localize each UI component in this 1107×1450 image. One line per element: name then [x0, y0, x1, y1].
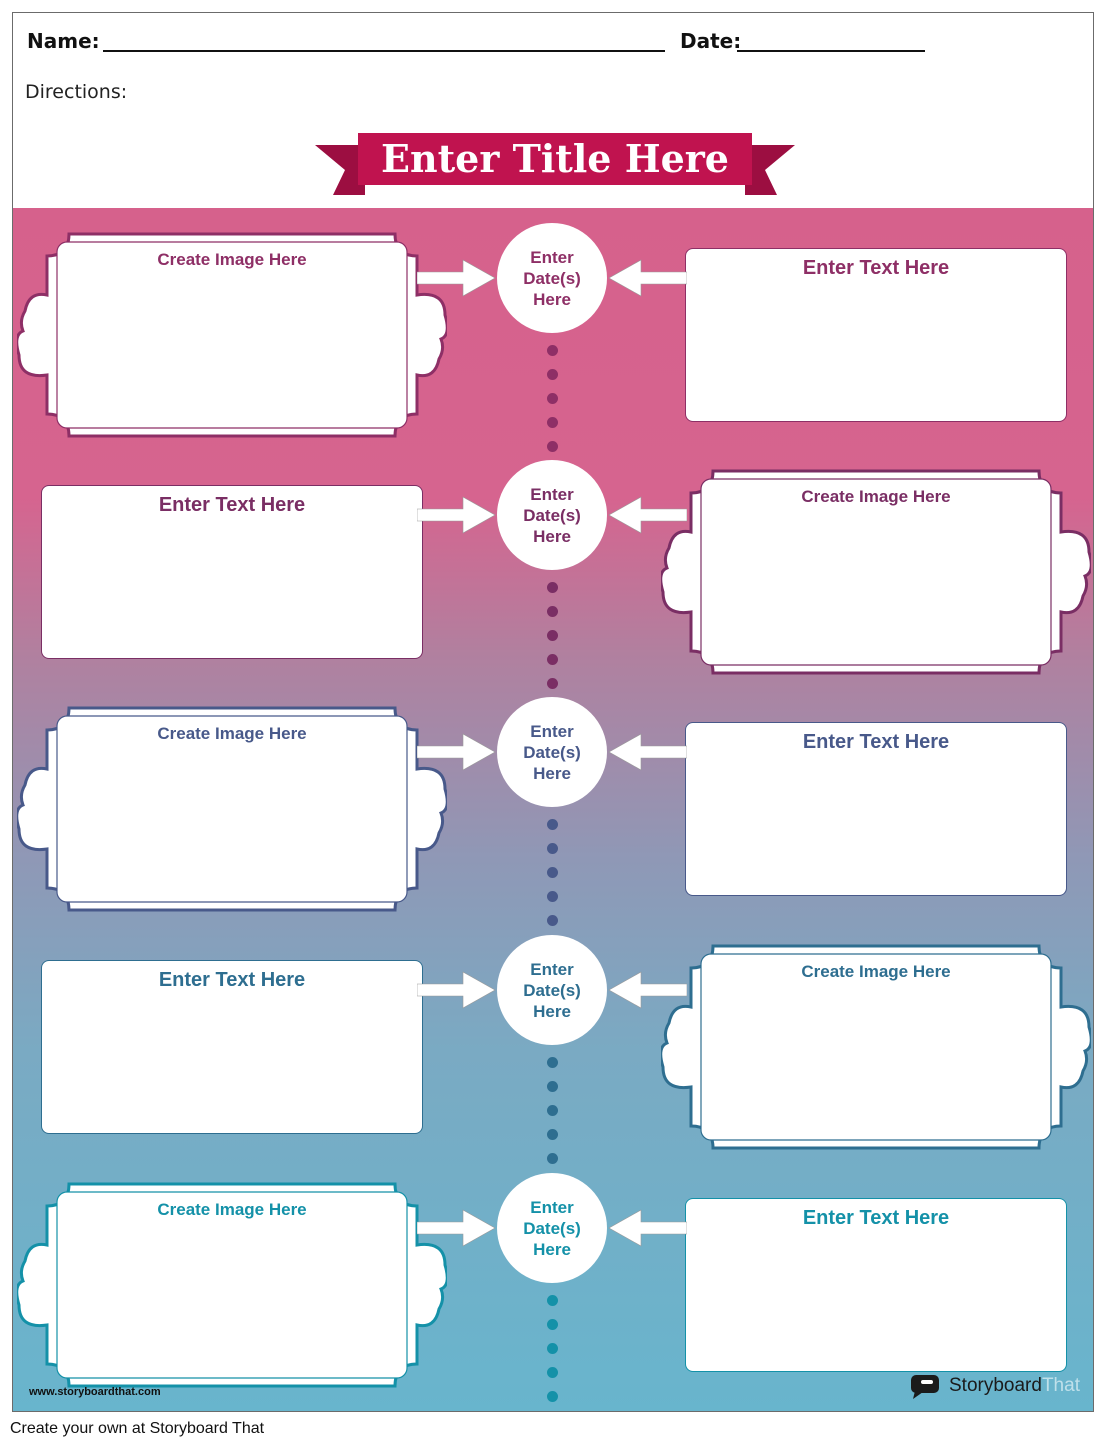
timeline-dot — [547, 1391, 558, 1402]
date-circle-3[interactable]: Enter Date(s) Here — [497, 697, 607, 807]
timeline-dot — [547, 606, 558, 617]
timeline-dot — [547, 417, 558, 428]
name-field[interactable] — [103, 50, 665, 52]
timeline-dot — [547, 1343, 558, 1354]
brand-that: That — [1041, 1375, 1080, 1396]
image-area-left-3[interactable]: Create Image Here — [47, 708, 417, 910]
image-frame-right-4[interactable] — [661, 920, 1091, 1178]
name-label: Name: — [27, 29, 100, 53]
date-field[interactable] — [737, 50, 925, 52]
date-label: Enter Date(s) Here — [523, 959, 581, 1021]
text-box-right-3[interactable]: Enter Text Here — [685, 722, 1067, 896]
enter-text-label: Enter Text Here — [802, 1207, 950, 1229]
page-title[interactable]: Enter Title Here — [381, 136, 729, 181]
arrow-right-icon — [417, 733, 496, 771]
credit-line: Create your own at Storyboard That — [10, 1420, 265, 1437]
image-frame-right-2[interactable] — [661, 445, 1091, 703]
timeline-dot — [547, 654, 558, 665]
arrow-right-icon — [417, 971, 496, 1009]
image-frame-left-5[interactable] — [17, 1158, 447, 1412]
enter-text-label: Enter Text Here — [802, 257, 950, 279]
timeline-dot — [547, 678, 558, 689]
create-image-label: Create Image Here — [801, 962, 951, 981]
timeline-dot — [547, 1319, 558, 1330]
date-circle-4[interactable]: Enter Date(s) Here — [497, 935, 607, 1045]
date-label: Enter Date(s) Here — [523, 247, 581, 309]
text-box-left-2[interactable]: Enter Text Here — [41, 485, 423, 659]
image-area-right-2[interactable]: Create Image Here — [691, 471, 1061, 673]
create-image-label: Create Image Here — [157, 250, 307, 269]
timeline-dot — [547, 891, 558, 902]
arrow-left-icon — [608, 733, 687, 771]
date-label: Enter Date(s) Here — [523, 721, 581, 783]
timeline-dot — [547, 843, 558, 854]
create-image-label: Create Image Here — [157, 1200, 307, 1219]
timeline-dot — [547, 1295, 558, 1306]
image-frame-left-1[interactable] — [17, 208, 447, 466]
text-box-right-1[interactable]: Enter Text Here — [685, 248, 1067, 422]
arrow-right-icon — [417, 259, 496, 297]
arrow-right-icon — [417, 1209, 496, 1247]
timeline-dot — [547, 1105, 558, 1116]
timeline-dot — [547, 1081, 558, 1092]
brand-storyboard: Storyboard — [949, 1375, 1042, 1396]
image-frame-left-3[interactable] — [17, 682, 447, 940]
image-area-right-4[interactable]: Create Image Here — [691, 946, 1061, 1148]
arrow-left-icon — [608, 259, 687, 297]
text-box-right-5[interactable]: Enter Text Here — [685, 1198, 1067, 1372]
enter-text-label: Enter Text Here — [802, 731, 950, 753]
image-area-left-5[interactable]: Create Image Here — [47, 1184, 417, 1386]
arrow-left-icon — [608, 971, 687, 1009]
timeline-dot — [547, 345, 558, 356]
arrow-right-icon — [417, 496, 496, 534]
image-area-left-1[interactable]: Create Image Here — [47, 234, 417, 436]
timeline-dot — [547, 1057, 558, 1068]
date-circle-2[interactable]: Enter Date(s) Here — [497, 460, 607, 570]
worksheet: Name: Date: Directions: Enter Title Here… — [12, 12, 1094, 1412]
date-label: Enter Date(s) Here — [523, 484, 581, 546]
timeline-dot — [547, 441, 558, 452]
directions-label: Directions: — [25, 81, 128, 103]
date-label: Enter Date(s) Here — [523, 1197, 581, 1259]
timeline-dot — [547, 819, 558, 830]
arrow-left-icon — [608, 1209, 687, 1247]
create-image-label: Create Image Here — [801, 487, 951, 506]
timeline-dot — [547, 582, 558, 593]
timeline-dot — [547, 915, 558, 926]
create-image-label: Create Image Here — [157, 724, 307, 743]
timeline-dot — [547, 867, 558, 878]
enter-text-label: Enter Text Here — [158, 494, 306, 516]
text-box-left-4[interactable]: Enter Text Here — [41, 960, 423, 1134]
timeline-dot — [547, 393, 558, 404]
date-label: Date: — [680, 29, 742, 53]
timeline-dot — [547, 1153, 558, 1164]
title-ribbon — [315, 133, 795, 195]
enter-text-label: Enter Text Here — [158, 969, 306, 991]
timeline-dot — [547, 369, 558, 380]
timeline-dot — [547, 1129, 558, 1140]
date-circle-1[interactable]: Enter Date(s) Here — [497, 223, 607, 333]
footer-url: www.storyboardthat.com — [29, 1386, 161, 1398]
timeline-dot — [547, 630, 558, 641]
timeline-dot — [547, 1367, 558, 1378]
speech-bubble-icon — [911, 1375, 939, 1399]
arrow-left-icon — [608, 496, 687, 534]
storyboardthat-logo: StoryboardThat — [909, 1373, 1080, 1399]
date-circle-5[interactable]: Enter Date(s) Here — [497, 1173, 607, 1283]
